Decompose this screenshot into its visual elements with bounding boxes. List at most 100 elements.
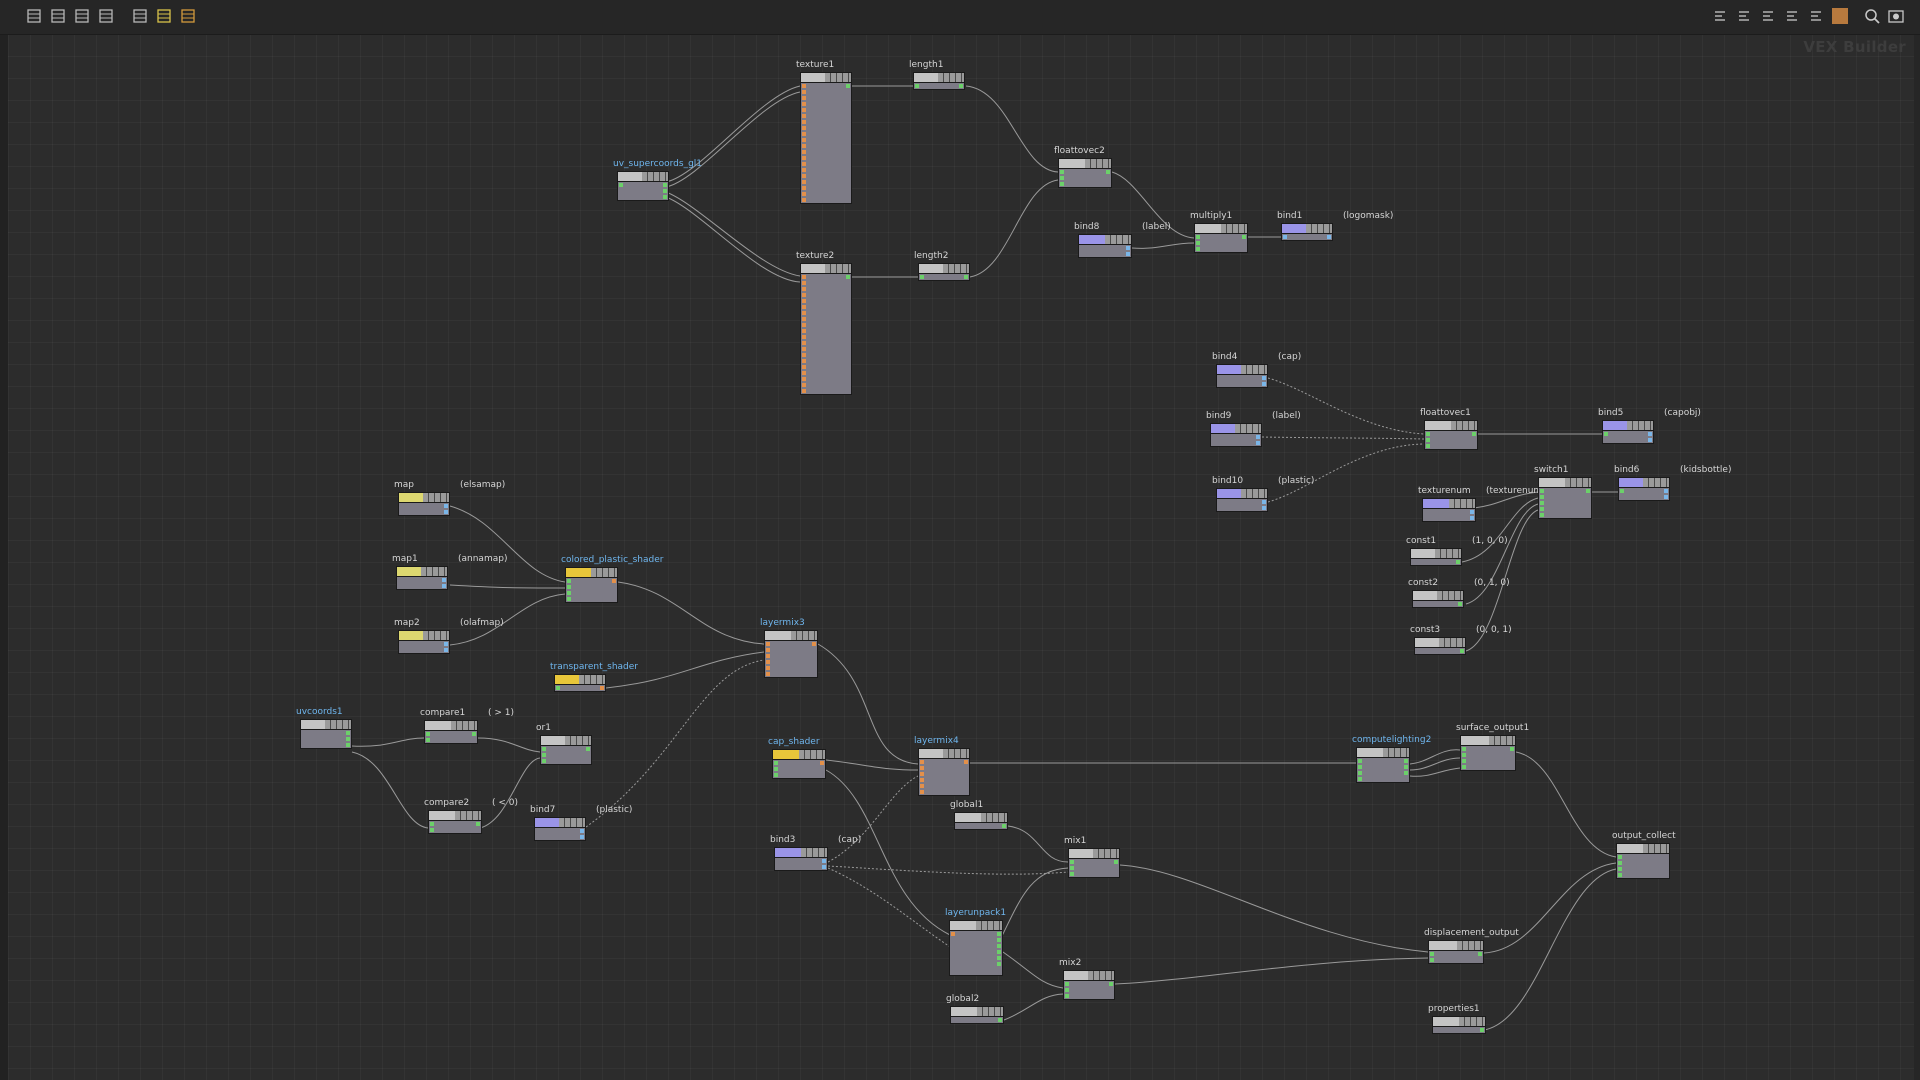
input-port[interactable] [951,932,955,936]
input-port[interactable] [774,767,778,771]
node-header[interactable] [949,920,1003,931]
node-global1[interactable]: global1 [950,800,1008,830]
node-mix1[interactable]: mix1 [1064,836,1120,878]
input-port[interactable] [1620,489,1624,493]
input-port[interactable] [802,347,806,351]
node-name-label[interactable]: map1 [392,554,418,564]
node-header[interactable] [913,72,965,83]
output-port[interactable] [1404,765,1408,769]
node-name-label[interactable]: bind10 [1212,476,1244,486]
node-flag-buttons[interactable] [591,568,617,577]
node-body[interactable] [774,858,828,871]
output-port[interactable] [444,504,448,508]
node-body[interactable] [954,823,1008,830]
node-header[interactable] [617,171,669,182]
output-port[interactable] [822,859,826,863]
input-port[interactable] [1462,753,1466,757]
input-port[interactable] [802,186,806,190]
node-header[interactable] [918,748,970,759]
input-port[interactable] [1462,765,1466,769]
input-port[interactable] [1462,759,1466,763]
node-flag-buttons[interactable] [423,631,449,640]
node-flag-buttons[interactable] [565,736,591,745]
node-header[interactable] [1428,940,1484,951]
input-port[interactable] [1462,747,1466,751]
input-port[interactable] [766,672,770,676]
input-port[interactable] [802,281,806,285]
node-body[interactable] [617,182,669,201]
output-port[interactable] [1456,560,1460,564]
output-port[interactable] [846,84,850,88]
node-name-label[interactable]: multiply1 [1190,211,1233,221]
node-length1[interactable]: length1 [909,60,965,90]
node-flag-buttons[interactable] [559,818,585,827]
node-flag-buttons[interactable] [455,811,481,820]
node-header[interactable] [1432,1016,1486,1027]
input-port[interactable] [802,335,806,339]
node-header[interactable] [918,263,970,274]
input-port[interactable] [1540,501,1544,505]
input-port[interactable] [802,132,806,136]
input-port[interactable] [430,828,434,832]
output-port[interactable] [1510,747,1514,751]
node-flag-buttons[interactable] [1241,365,1267,374]
node-cap-shader[interactable]: cap_shader [768,737,826,779]
output-port[interactable] [346,737,350,741]
node-name-label[interactable]: global2 [946,994,980,1004]
node-displacement-output[interactable]: displacement_output [1424,928,1519,964]
input-port[interactable] [802,96,806,100]
node-flag-buttons[interactable] [1105,235,1131,244]
node-body[interactable] [1460,746,1516,771]
output-port[interactable] [663,183,667,187]
input-port[interactable] [802,323,806,327]
node-body[interactable] [800,83,852,204]
left-pane-divider[interactable] [0,0,8,1080]
input-port[interactable] [542,759,546,763]
node-header[interactable] [1412,590,1464,601]
node-body[interactable] [565,578,618,603]
node-flag-buttons[interactable] [421,567,447,576]
output-port[interactable] [1327,235,1331,239]
input-port[interactable] [1426,438,1430,442]
node-bind9[interactable]: bind9(label) [1206,411,1301,447]
node-header[interactable] [398,492,450,503]
node-body[interactable] [1410,559,1462,566]
output-port[interactable] [959,84,963,88]
node-name-label[interactable]: bind5 [1598,408,1624,418]
node-header[interactable] [1424,420,1478,431]
input-port[interactable] [567,585,571,589]
node-header[interactable] [534,817,586,828]
node-header[interactable] [1460,735,1516,746]
input-port[interactable] [920,766,924,770]
node-name-label[interactable]: map [394,480,414,490]
input-port[interactable] [774,761,778,765]
snapshot-icon[interactable] [1888,8,1904,24]
input-port[interactable] [1070,866,1074,870]
output-port[interactable] [346,731,350,735]
output-port[interactable] [1480,1028,1484,1032]
node-flag-buttons[interactable] [791,631,817,640]
node-bind10[interactable]: bind10(plastic) [1212,476,1314,512]
node-flag-buttons[interactable] [1093,849,1119,858]
input-port[interactable] [766,666,770,670]
node-flag-buttons[interactable] [1643,478,1669,487]
align-icon[interactable] [1760,8,1776,24]
output-port[interactable] [580,835,584,839]
layout-horizontal-icon[interactable] [1736,8,1752,24]
output-port[interactable] [997,962,1001,966]
grid-view-icon[interactable] [98,8,114,24]
node-flag-buttons[interactable] [943,749,969,758]
node-bind6[interactable]: bind6(kidsbottle) [1614,465,1731,501]
node-body[interactable] [918,759,970,796]
node-bind5[interactable]: bind5(capobj) [1598,408,1701,444]
input-port[interactable] [1430,958,1434,962]
output-port[interactable] [1470,510,1474,514]
input-port[interactable] [802,102,806,106]
node-body[interactable] [913,83,965,90]
node-map2[interactable]: map2(olafmap) [394,618,504,654]
node-body[interactable] [1058,169,1112,188]
node-flag-buttons[interactable] [943,264,969,273]
node-flag-buttons[interactable] [1451,421,1477,430]
node-name-label[interactable]: bind4 [1212,352,1238,362]
node-header[interactable] [396,566,448,577]
